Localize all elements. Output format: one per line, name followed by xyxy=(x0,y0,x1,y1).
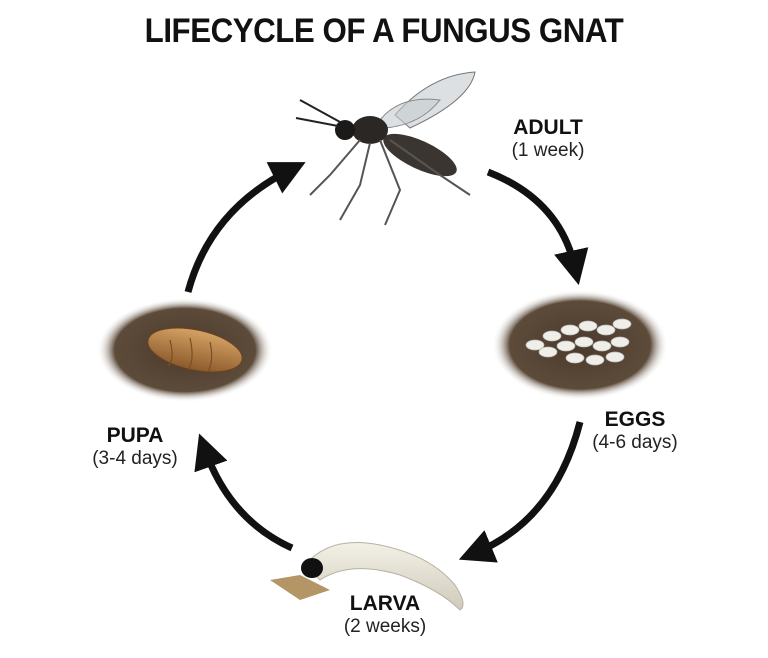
diagram-title: LIFECYCLE OF A FUNGUS GNAT xyxy=(144,12,624,50)
adult-fly-illustration xyxy=(295,71,476,226)
arrow-pupa-to-adult xyxy=(184,162,306,293)
arrow-larva-to-pupa xyxy=(194,433,294,552)
stage-duration: (2 weeks) xyxy=(343,616,427,637)
arrow-adult-to-eggs xyxy=(486,168,589,286)
stage-name: ADULT xyxy=(513,116,583,139)
arrow-eggs-to-larva xyxy=(458,421,584,563)
stage-duration: (4-6 days) xyxy=(592,432,678,453)
stage-label-adult: ADULT (1 week) xyxy=(478,116,618,162)
stage-label-eggs: EGGS (4-6 days) xyxy=(565,408,705,454)
stage-name: PUPA xyxy=(106,424,164,447)
eggs-illustration xyxy=(492,290,668,400)
stage-duration: (1 week) xyxy=(511,140,585,161)
stage-name: EGGS xyxy=(604,408,666,431)
stage-name: LARVA xyxy=(349,592,421,615)
stage-duration: (3-4 days) xyxy=(92,448,178,469)
stage-label-larva: LARVA (2 weeks) xyxy=(315,592,455,638)
pupa-illustration xyxy=(97,298,273,402)
larva-illustration xyxy=(270,542,464,611)
stage-label-pupa: PUPA (3-4 days) xyxy=(65,424,205,470)
